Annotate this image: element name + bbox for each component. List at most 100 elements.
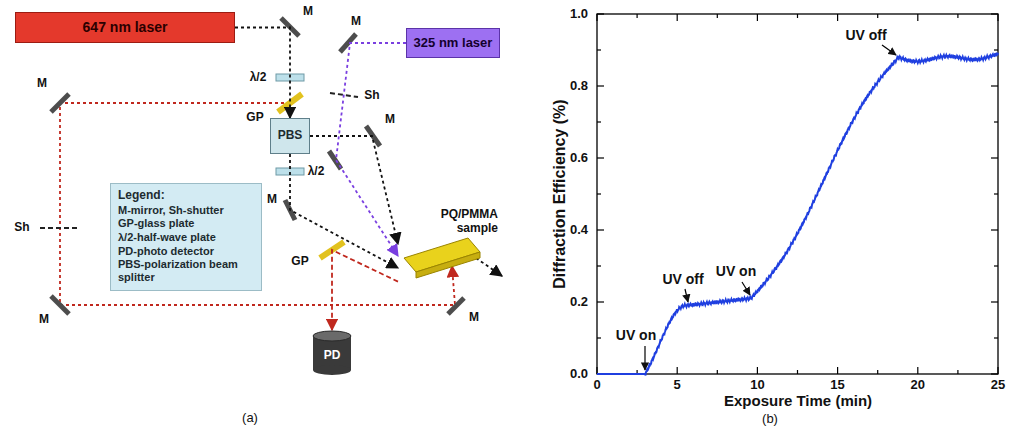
- tick-label: 1.0: [570, 7, 588, 21]
- tick-label: 0.0: [570, 367, 588, 381]
- annotation-arrow: [742, 282, 750, 295]
- tick-mark: [837, 367, 838, 374]
- light-beam: [235, 28, 290, 119]
- sample-slab: PQ/PMMA sample: [398, 208, 498, 288]
- node-label: PBS: [278, 129, 303, 143]
- tick-mark: [997, 14, 998, 21]
- mirror-label: M: [39, 313, 49, 326]
- tick-mark: [991, 229, 998, 230]
- laser-source: 325 nm laser: [406, 28, 500, 58]
- detector-top: [313, 331, 351, 341]
- tick-mark: [837, 14, 838, 21]
- tick-mark: [991, 373, 998, 374]
- transmitted-beam: [476, 258, 502, 276]
- legend-entry: PBS-polarization beam splitter: [118, 258, 254, 283]
- tick-mark: [597, 265, 601, 266]
- tick-mark: [717, 370, 718, 374]
- tick-mark: [636, 14, 637, 18]
- tick-mark: [677, 367, 678, 374]
- mirror-label: M: [385, 113, 395, 126]
- tick-mark: [597, 121, 601, 122]
- tick-mark: [994, 121, 998, 122]
- plate-label: λ/2: [250, 71, 267, 84]
- legend-box: Legend:M-mirror, Sh-shutterGP-glass plat…: [110, 183, 262, 291]
- tick-label: 20: [911, 378, 925, 392]
- tick-mark: [991, 157, 998, 158]
- tick-mark: [597, 229, 604, 230]
- plate-label: GP: [246, 111, 263, 124]
- axis-title: Exposure Time (min): [724, 393, 872, 410]
- tick-label: 0: [593, 378, 600, 392]
- mirror-label: M: [469, 311, 479, 324]
- tick-label: 10: [750, 378, 764, 392]
- panel-caption: (b): [762, 412, 778, 426]
- tick-label: 0.8: [570, 79, 588, 93]
- tick-mark: [597, 301, 604, 302]
- mirror-symbol: [366, 126, 380, 146]
- tick-mark: [997, 367, 998, 374]
- tick-mark: [994, 193, 998, 194]
- panel-caption: (a): [242, 411, 258, 425]
- tick-mark: [991, 13, 998, 14]
- light-beam: [336, 43, 406, 256]
- tick-mark: [957, 14, 958, 18]
- mirror-symbol: [51, 296, 69, 314]
- sample-edge: [416, 252, 480, 278]
- plate-label: GP: [291, 255, 308, 268]
- tick-mark: [991, 85, 998, 86]
- tick-mark: [597, 13, 604, 14]
- tick-mark: [597, 337, 601, 338]
- light-beam: [310, 136, 398, 244]
- tick-mark: [757, 367, 758, 374]
- light-beam: [332, 250, 398, 330]
- photo-detector: PD: [312, 330, 352, 376]
- legend-heading: Legend:: [118, 189, 165, 203]
- node-label: PD: [324, 349, 341, 363]
- plot-frame: [597, 14, 998, 374]
- axis-ticks: [597, 14, 998, 374]
- axis-title: Diffraction Efficiency (%): [551, 99, 569, 288]
- tick-mark: [597, 85, 604, 86]
- tick-mark: [677, 14, 678, 21]
- node-label: PQ/PMMA sample: [426, 208, 498, 236]
- mirror-symbol: [340, 34, 356, 52]
- mirror-symbol: [51, 94, 69, 112]
- legend-entry: M-mirror, Sh-shutter: [118, 204, 224, 217]
- tick-mark: [917, 367, 918, 374]
- tick-label: 0.2: [570, 295, 588, 309]
- annotation-arrow: [685, 289, 688, 302]
- shutter-label: Sh: [14, 221, 29, 234]
- tick-label: 5: [674, 378, 681, 392]
- tick-mark: [797, 370, 798, 374]
- tick-label: 0.4: [570, 223, 588, 237]
- legend-entry: PD-photo detector: [118, 245, 214, 258]
- reference-beam: [60, 103, 455, 305]
- node-label: 647 nm laser: [83, 19, 168, 35]
- efficiency-curve: [597, 53, 998, 375]
- beam-splitter-cube: PBS: [270, 118, 310, 154]
- legend-entry: GP-glass plate: [118, 217, 194, 230]
- shutter-symbol: [40, 227, 80, 229]
- detector-base: [313, 365, 351, 375]
- annotation: UV off: [662, 272, 703, 287]
- tick-mark: [597, 49, 601, 50]
- tick-mark: [717, 14, 718, 18]
- tick-mark: [596, 367, 597, 374]
- tick-mark: [994, 49, 998, 50]
- tick-mark: [597, 193, 601, 194]
- tick-mark: [757, 14, 758, 21]
- tick-mark: [917, 14, 918, 21]
- mirror-label: M: [303, 5, 313, 18]
- light-beam: [290, 154, 398, 268]
- node-label: 325 nm laser: [414, 36, 493, 51]
- laser-source: 647 nm laser: [15, 12, 235, 43]
- tick-mark: [991, 301, 998, 302]
- tick-mark: [797, 14, 798, 18]
- annotation: UV off: [845, 28, 886, 43]
- annotation-arrow: [882, 45, 896, 55]
- annotation: UV on: [616, 328, 656, 343]
- mirror-symbol: [448, 298, 464, 314]
- tick-mark: [994, 337, 998, 338]
- mirror-label: M: [37, 77, 47, 90]
- glass-plate: [278, 94, 302, 112]
